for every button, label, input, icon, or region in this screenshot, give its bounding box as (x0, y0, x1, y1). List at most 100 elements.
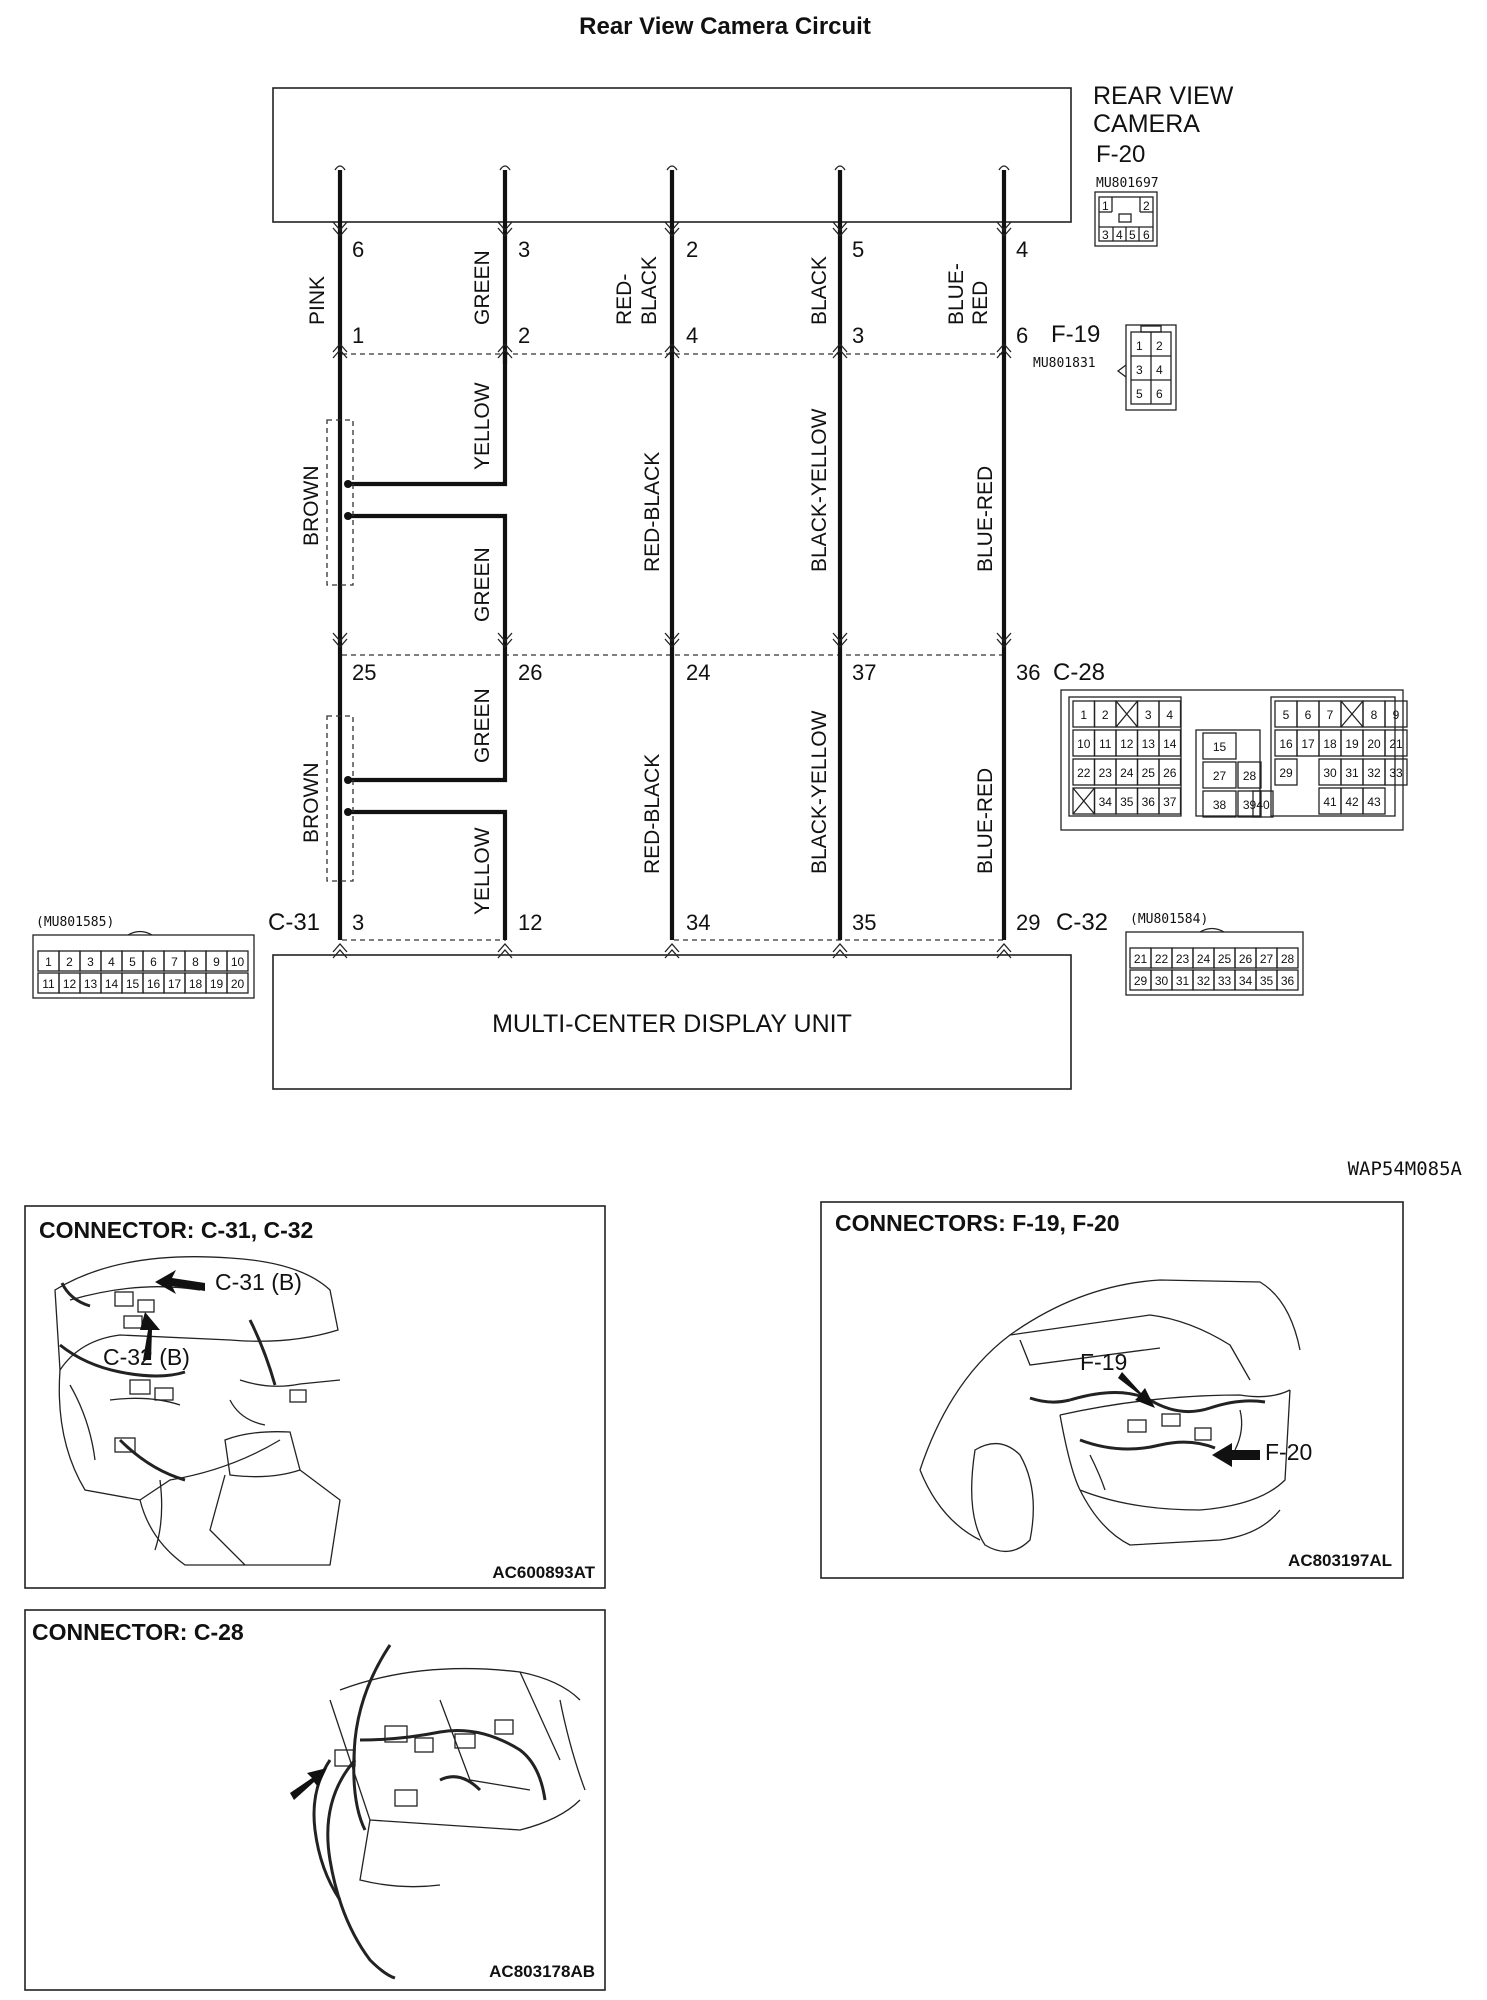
f19-chevron-1 (332, 343, 348, 353)
c32-pin-29: 29 (1134, 974, 1148, 988)
f19-chevron-2 (497, 343, 513, 353)
c28-connector-face (1060, 689, 1404, 831)
c28-pin-43-cell (1362, 787, 1386, 815)
c28-pin-38-cell (1202, 790, 1237, 818)
f19-chevron-b-5 (996, 349, 1012, 359)
c32-arrow (140, 1312, 160, 1360)
wire-2-green-mid (348, 513, 508, 655)
locator2-heading: CONNECTORS: F-19, F-20 (835, 1210, 1120, 1236)
c28-pin-17: 17 (1301, 737, 1315, 751)
c31-pin-16: 16 (147, 977, 161, 991)
c28-pin-36: 36 (1142, 795, 1156, 809)
c28-pin-26: 26 (1163, 766, 1177, 780)
camera-terminal-3 (666, 165, 678, 171)
c31-pin-20-cell (226, 972, 249, 994)
c28-pin-10: 10 (1077, 737, 1091, 751)
f19-arrow (1118, 1372, 1155, 1408)
c32-pin-22: 22 (1155, 952, 1169, 966)
wire1-low-color: BROWN (300, 763, 323, 844)
c28-pin-4: 4 (1166, 708, 1173, 722)
c32-connector-id: C-32 (1056, 909, 1108, 936)
c28-pin-42: 42 (1345, 795, 1359, 809)
f20-chevron-4 (832, 227, 848, 237)
locator1-callout-c32: C-32 (B) (103, 1344, 190, 1370)
locator1-heading: CONNECTOR: C-31, C-32 (39, 1217, 313, 1243)
c28-pin-label-w5: 36 (1016, 660, 1040, 685)
c28-pin-2: 2 (1102, 708, 1109, 722)
wire-2-yellow-mid (348, 354, 508, 487)
c28-chevron-5 (996, 638, 1012, 648)
display-unit-label: MULTI-CENTER DISPLAY UNIT (492, 1010, 852, 1038)
f20-chevron-b-4 (832, 221, 848, 231)
wire5-low-color: BLUE-RED (974, 768, 997, 874)
camera-label-line2: CAMERA (1093, 110, 1200, 138)
f20-chevron-b-2 (497, 221, 513, 231)
f20-chevron-3 (664, 227, 680, 237)
f20-pin-label-w2: 3 (518, 237, 530, 262)
camera-terminal-4 (834, 165, 846, 171)
c28-pin-43: 43 (1367, 795, 1381, 809)
wire-2-green-low (348, 655, 508, 783)
c31-pin-17: 17 (168, 977, 182, 991)
camera-terminal-1 (334, 165, 346, 171)
c28-pin-39: 39 (1243, 798, 1257, 812)
c28-pin-35: 35 (1120, 795, 1134, 809)
dashboard-illustration (54, 1256, 341, 1566)
c28-pin-39-cell (1237, 790, 1262, 818)
f19-pin-1: 1 (1136, 339, 1143, 353)
page-title: Rear View Camera Circuit (579, 13, 871, 40)
unit-chevron-3 (664, 943, 680, 953)
c28-pin-9: 9 (1393, 708, 1400, 722)
f20-pin-6: 6 (1143, 228, 1150, 242)
c32-pin-31: 31 (1176, 974, 1190, 988)
f19-pin-4: 4 (1156, 363, 1163, 377)
locator-panel-c31-c32: CONNECTOR: C-31, C-32 (24, 1205, 606, 1589)
f20-chevron-b-3 (664, 221, 680, 231)
c32-pin-30: 30 (1155, 974, 1169, 988)
c28-pin-14: 14 (1163, 737, 1177, 751)
multi-center-display-unit-box (272, 954, 1072, 1090)
c28-pin-40: 40 (1256, 798, 1270, 812)
c32-pin-23: 23 (1176, 952, 1190, 966)
c28-chevron-b-2 (497, 632, 513, 642)
unit-chevron-1 (332, 943, 348, 953)
c31-pin-20: 20 (231, 977, 245, 991)
unit-chevron-b-2 (497, 949, 513, 959)
wire2-upper-color: GREEN (471, 250, 494, 325)
locator3-heading: CONNECTOR: C-28 (32, 1619, 244, 1645)
f20-chevron-b-5 (996, 221, 1012, 231)
c28-chevron-2 (497, 638, 513, 648)
locator-panel-f19-f20: CONNECTORS: F-19, F-20 F-19 F-20 AC80319… (820, 1201, 1404, 1579)
f20-pin-1: 1 (1102, 199, 1109, 213)
car-rear-illustration (919, 1279, 1301, 1552)
wire4-mid-color: BLACK-YELLOW (808, 408, 831, 572)
c31-pin-15: 15 (126, 977, 140, 991)
c28-pin-23: 23 (1099, 766, 1113, 780)
c28-pin-33: 33 (1389, 766, 1403, 780)
wires-layer (326, 165, 1012, 959)
f19-pin-5: 5 (1136, 387, 1143, 401)
wire2-mid-color-1: YELLOW (471, 382, 494, 470)
splice-mid-2 (344, 512, 352, 520)
c28-arrow (290, 1768, 327, 1800)
f19-chevron-b-1 (332, 349, 348, 359)
unit-chevron-b-4 (832, 949, 848, 959)
c28-pin-19: 19 (1345, 737, 1359, 751)
c28-pin-38: 38 (1213, 798, 1227, 812)
wire3-low-color: RED-BLACK (641, 754, 664, 874)
wire2-low-color-1: GREEN (471, 688, 494, 763)
c28-pin-16: 16 (1279, 737, 1293, 751)
c31-pin-13: 13 (84, 977, 98, 991)
unit-pin-label-w3: 34 (686, 910, 710, 935)
f20-pin-3: 3 (1102, 228, 1109, 242)
c28-pin-33-cell (1384, 758, 1408, 786)
c28-pin-18: 18 (1323, 737, 1337, 751)
c28-pin-12: 12 (1120, 737, 1134, 751)
c28-chevron-1 (332, 638, 348, 648)
locator2-callout-f20: F-20 (1265, 1439, 1312, 1465)
camera-terminal-5 (998, 165, 1010, 171)
c28-blank-cross (1340, 700, 1364, 728)
f20-chevron-2 (497, 227, 513, 237)
unit-pin-label-w4: 35 (852, 910, 876, 935)
